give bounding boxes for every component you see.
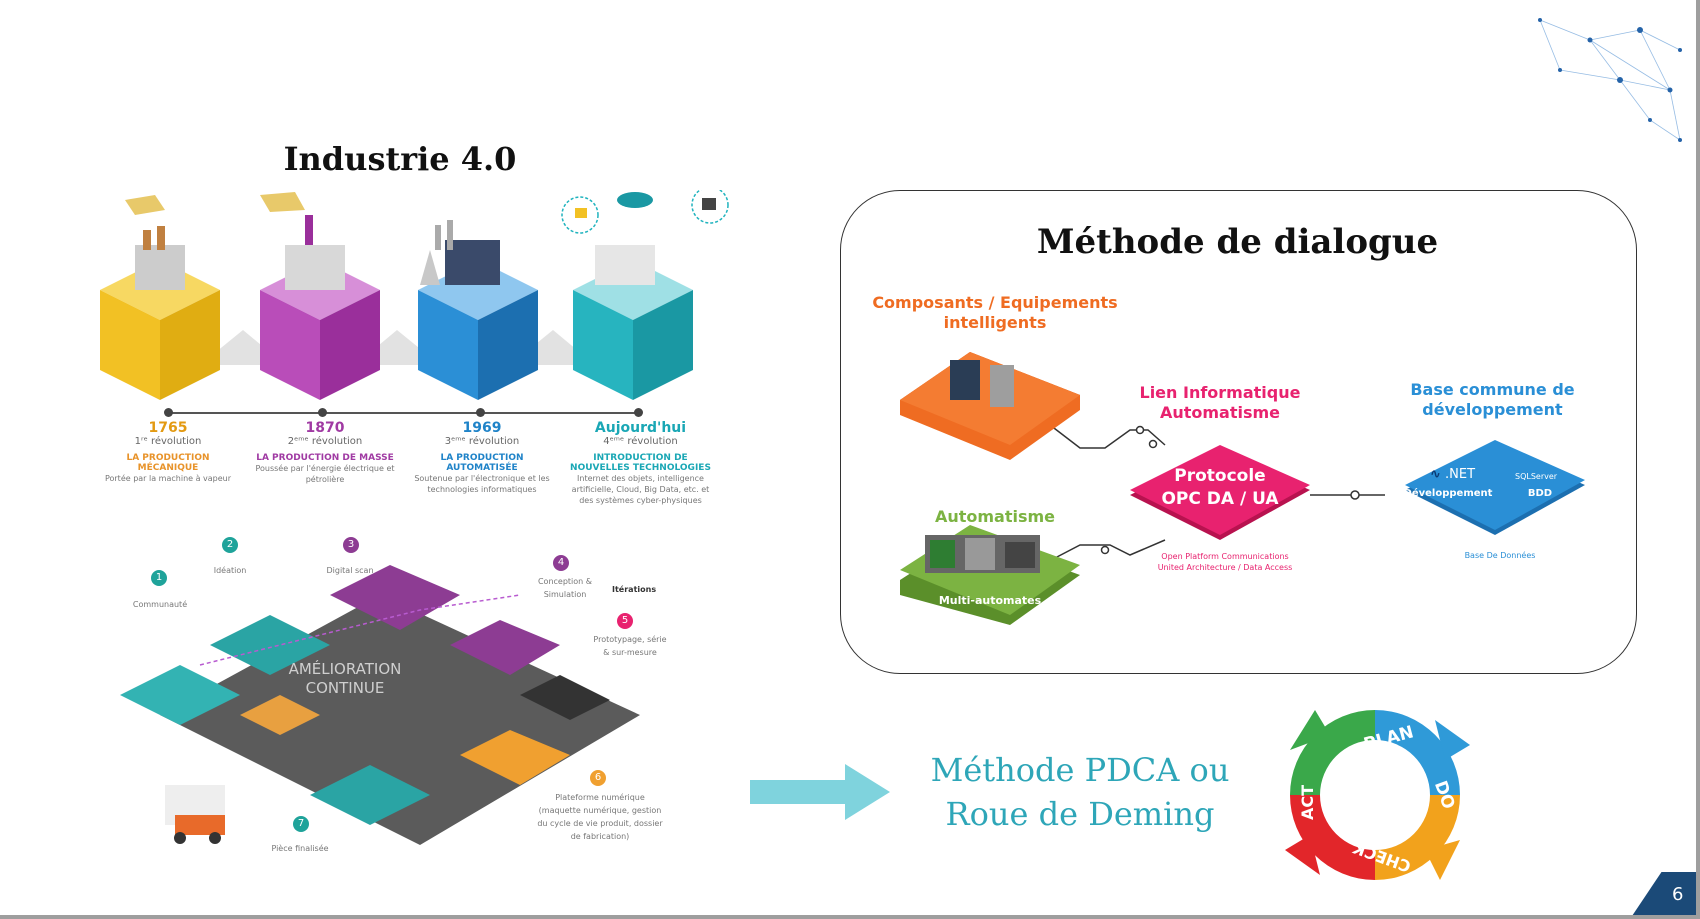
net-label: .NET	[1445, 467, 1476, 482]
dev-label: Développement	[1403, 488, 1493, 499]
revolution-4: Aujourd'hui 4ᵉᵐᵉ révolution INTRODUCTION…	[568, 420, 713, 506]
revolution-year: 1969	[462, 420, 502, 436]
step-label: Prototypage, série & sur-mesure	[593, 635, 667, 657]
page-number-badge	[1630, 872, 1700, 919]
timeline-dot	[634, 408, 643, 417]
revolution-year: 1870	[305, 420, 345, 436]
revolution-ordinal: 3ᵉᵐᵉ révolution	[444, 436, 520, 447]
net-logo: ∿ .NET	[1430, 467, 1475, 482]
right-arrow-icon	[750, 764, 890, 820]
step-marker: 2	[222, 537, 238, 553]
network-decoration	[1538, 18, 1682, 142]
revolution-desc: Soutenue par l'électronique et les techn…	[414, 474, 550, 494]
base-caption: Base De Données	[1464, 551, 1536, 560]
protocol-card: Protocole OPC DA / UA	[1140, 465, 1300, 511]
pdca-act-label: ACT	[1298, 785, 1317, 820]
revolution-desc: Portée par la machine à vapeur	[104, 474, 232, 483]
step-marker: 7	[293, 816, 309, 832]
pdca-text-line2: Roue de Deming	[945, 795, 1215, 833]
revolution-year: 1765	[148, 420, 188, 436]
revolutions-graphic	[100, 190, 729, 400]
pdca-text: Méthode PDCA ou Roue de Deming	[920, 748, 1240, 836]
timeline-dot	[476, 408, 485, 417]
pdca-wheel-icon: PLAN DO CHECK ACT	[1285, 710, 1470, 880]
dialog-diagram	[900, 352, 1585, 625]
components-label: Composants / Equipements intelligents	[872, 293, 1118, 332]
continuous-improvement-label: AMÉLIORATION CONTINUE	[288, 660, 402, 697]
revolution-ordinal: 4ᵉᵐᵉ révolution	[603, 436, 678, 447]
protocol-caption-line2: United Architecture / Data Access	[1157, 563, 1293, 572]
step-label: Pièce finalisée	[271, 844, 329, 853]
slide-edge	[0, 915, 1700, 919]
protocol-line1: Protocole	[1174, 466, 1266, 486]
step-marker: 6	[590, 770, 606, 786]
automation-card-label: Multi-automates	[938, 594, 1042, 607]
dialog-title: Méthode de dialogue	[1036, 222, 1439, 262]
pdca-text-line1: Méthode PDCA ou	[930, 751, 1230, 789]
revolution-name: LA PRODUCTION AUTOMATISÉE	[440, 453, 524, 473]
step-marker: 4	[553, 555, 569, 571]
step-label: Plateforme numérique (maquette numérique…	[537, 793, 663, 841]
revolution-1: 1765 1ʳᵉ révolution LA PRODUCTION MÉCANI…	[98, 420, 238, 484]
revolution-desc: Internet des objets, intelligence artifi…	[571, 474, 710, 505]
protocol-caption: Open Platform Communications United Arch…	[1130, 551, 1320, 573]
step-label: Idéation	[213, 566, 247, 575]
net-icon: ∿	[1430, 467, 1441, 482]
sql-label: SQLServer	[1515, 472, 1558, 481]
slide-edge	[1696, 0, 1700, 919]
timeline-line	[168, 412, 640, 414]
revolution-ordinal: 1ʳᵉ révolution	[134, 436, 202, 447]
protocol-caption-line1: Open Platform Communications	[1161, 552, 1289, 561]
iterations-label: Itérations	[612, 585, 657, 594]
page-number: 6	[1672, 884, 1684, 905]
step-marker: 3	[343, 537, 359, 553]
automation-label: Automatisme	[934, 507, 1056, 526]
link-label: Lien Informatique Automatisme	[1139, 383, 1301, 422]
bdd-label: BDD	[1527, 488, 1553, 499]
base-label: Base commune de développement	[1410, 380, 1575, 419]
protocol-line2: OPC DA / UA	[1161, 489, 1279, 509]
step-label: Conception & Simulation	[537, 577, 593, 599]
revolution-name: INTRODUCTION DE NOUVELLES TECHNOLOGIES	[570, 453, 711, 473]
step-label: Communauté	[132, 600, 188, 609]
timeline-dot	[318, 408, 327, 417]
timeline-dot	[164, 408, 173, 417]
industrie-title: Industrie 4.0	[283, 140, 517, 178]
step-label: Digital scan	[326, 566, 374, 575]
revolution-year: Aujourd'hui	[594, 420, 687, 436]
revolution-desc: Poussée par l'énergie électrique et pétr…	[255, 464, 395, 484]
revolution-3: 1969 3ᵉᵐᵉ révolution LA PRODUCTION AUTOM…	[412, 420, 552, 495]
revolution-ordinal: 2ᵉᵐᵉ révolution	[287, 436, 363, 447]
revolution-name: LA PRODUCTION DE MASSE	[256, 453, 394, 463]
step-marker: 5	[617, 613, 633, 629]
revolution-2: 1870 2ᵉᵐᵉ révolution LA PRODUCTION DE MA…	[255, 420, 395, 485]
continuous-improvement-graphic	[120, 565, 640, 845]
step-marker: 1	[151, 570, 167, 586]
revolution-name: LA PRODUCTION MÉCANIQUE	[126, 453, 210, 473]
